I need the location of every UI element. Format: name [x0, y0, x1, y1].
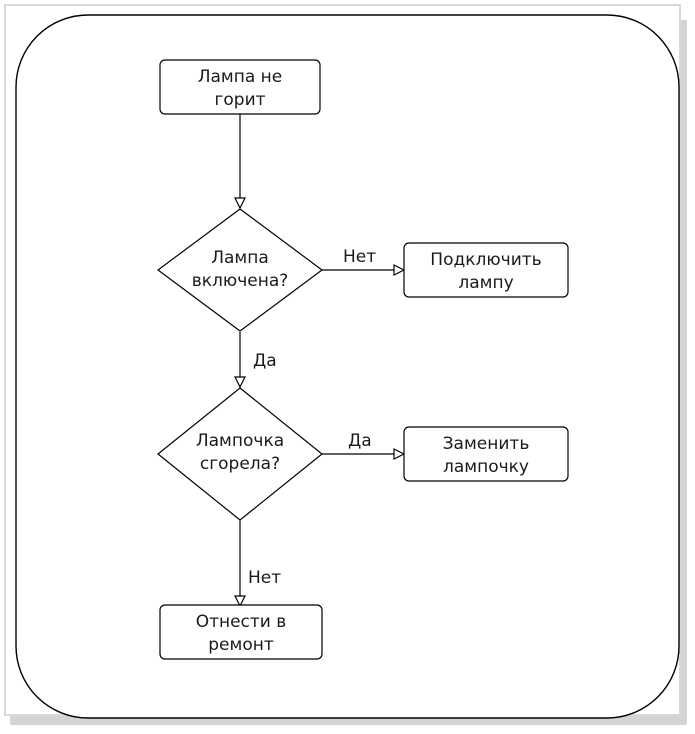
edge-label-burnt-no: Нет [248, 568, 281, 588]
node-start [159, 59, 321, 115]
node-action-connect [403, 242, 569, 298]
node-decision-on-line2: включена? [192, 271, 289, 291]
node-decision-on-line1: Лампа [211, 248, 269, 268]
node-end-repair-line2: ремонт [208, 635, 274, 655]
node-action-connect-line2: лампу [458, 273, 513, 293]
node-start-line1: Лампа не [198, 67, 283, 87]
node-action-replace-line2: лампочку [443, 457, 529, 477]
node-decision-burnt [157, 387, 323, 521]
edge-label-on-yes: Да [253, 351, 277, 371]
node-action-connect-line1: Подключить [430, 250, 541, 270]
node-decision-burnt-line1: Лампочка [196, 431, 284, 451]
diagram-container [15, 14, 680, 719]
node-action-replace-line1: Заменить [443, 434, 530, 454]
edge-label-on-no: Нет [343, 247, 376, 267]
node-action-replace [403, 426, 569, 482]
node-end-repair-line1: Отнести в [196, 612, 287, 632]
node-end-repair [159, 604, 323, 660]
node-decision-on [156, 208, 324, 332]
node-decision-burnt-line2: сгорела? [200, 454, 280, 474]
node-start-line2: горит [214, 90, 265, 110]
edge-label-burnt-yes: Да [348, 431, 372, 451]
